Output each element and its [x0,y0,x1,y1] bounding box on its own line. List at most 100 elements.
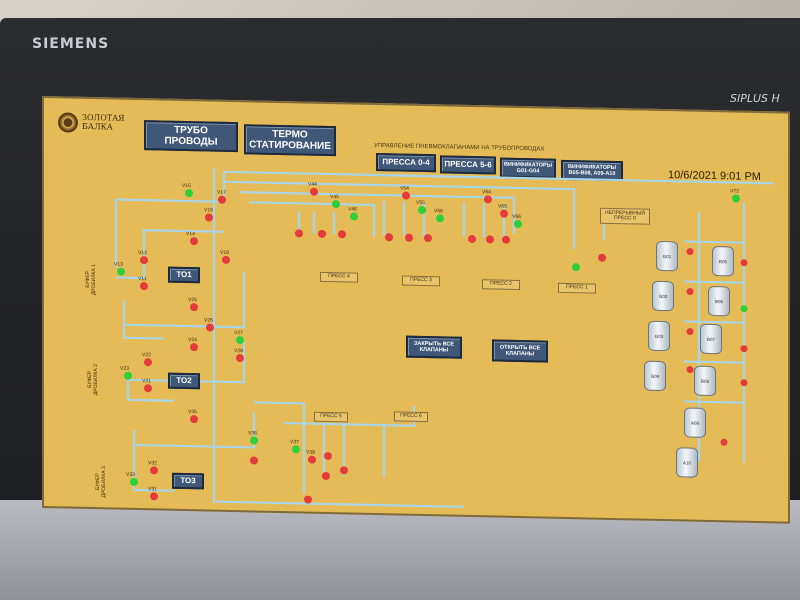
valve-red[interactable] [686,328,694,336]
valve-red[interactable] [144,384,152,393]
press-0-label: НЕПРЕРЫВНЫЙ ПРЕСС 0 [600,207,650,225]
press-4-label: ПРЕСС 4 [320,271,358,283]
valve-tag: V72 [730,188,739,195]
valve-green[interactable] [250,436,258,445]
valve-tag: V16 [204,207,213,214]
close-all-valves-button[interactable]: ЗАКРЫТЬ ВСЕ КЛАПАНЫ [406,335,462,359]
buffer-crusher-2-label: БУФЕР ДРОБИЛКА 2 [87,363,99,396]
to3-button[interactable]: ТО3 [172,472,204,490]
valve-red[interactable] [140,282,148,291]
tank-g03[interactable]: G03 [648,320,670,352]
valve-red[interactable] [424,234,432,243]
valve-red[interactable] [140,256,148,265]
valve-green[interactable] [572,263,580,272]
valve-tag: V31 [148,486,157,493]
valve-tag: V65 [498,203,507,210]
valve-green[interactable] [292,445,300,454]
valve-green[interactable] [418,205,426,214]
valve-red[interactable] [205,213,213,222]
valve-green[interactable] [117,267,125,276]
valve-red[interactable] [405,233,413,242]
valve-red[interactable] [338,230,346,239]
press-1-label: ПРЕСС 1 [558,282,596,294]
valve-red[interactable] [322,471,330,480]
valve-tag: V18 [220,249,229,256]
to2-button[interactable]: ТО2 [168,372,200,390]
valve-red[interactable] [740,345,748,353]
valve-red[interactable] [150,466,158,475]
tank-g04[interactable]: G04 [644,360,666,392]
valve-red[interactable] [385,233,393,242]
valve-green[interactable] [740,305,748,313]
buffer-crusher-1-label: БУФЕР ДРОБИЛКА 1 [85,263,97,296]
valve-red[interactable] [318,229,326,238]
valve-red[interactable] [304,495,312,504]
valve-red[interactable] [598,253,606,262]
valve-green[interactable] [436,214,444,223]
valve-tag: V46 [348,206,357,213]
valve-tag: V24 [188,337,197,344]
tank-g01[interactable]: G01 [656,240,678,272]
valve-tag: V33 [126,471,135,478]
valve-red[interactable] [218,195,226,204]
valve-tag: V36 [248,430,257,437]
open-all-valves-button[interactable]: ОТКРЫТЬ ВСЕ КЛАПАНЫ [492,339,548,363]
tank-b08[interactable]: B08 [694,365,716,397]
valve-tag: V44 [308,181,317,188]
valve-green[interactable] [332,200,340,209]
buffer-crusher-3-label: БУФЕР ДРОБИЛКА 3 [95,466,107,498]
tank-b05[interactable]: B05 [712,246,734,277]
valve-red[interactable] [502,235,510,244]
tank-b07[interactable]: B07 [700,323,722,355]
valve-green[interactable] [236,336,244,345]
valve-red[interactable] [484,195,492,204]
valve-red[interactable] [686,288,694,296]
valve-red[interactable] [740,259,748,267]
valve-tag: V11 [138,276,147,283]
valve-red[interactable] [324,451,332,460]
valve-green[interactable] [130,477,138,486]
pipe-diagram [114,167,774,508]
tank-a10[interactable]: A10 [676,447,698,478]
valve-red[interactable] [206,323,214,332]
valve-red[interactable] [236,354,244,363]
valve-red[interactable] [144,358,152,367]
valve-red[interactable] [190,343,198,352]
valve-red[interactable] [190,237,198,246]
press-5-label: ПРЕСС 5 [314,411,348,423]
hmi-screen: ЗОЛОТАЯ БАЛКА ТРУБО ПРОВОДЫ ТЕРМО СТАТИР… [42,96,790,524]
valve-tag: V13 [114,261,123,268]
valve-tag: V37 [290,439,299,446]
valve-red[interactable] [686,366,694,374]
valve-green[interactable] [350,212,358,221]
tank-b06[interactable]: B06 [708,285,730,317]
valve-red[interactable] [402,191,410,200]
valve-red[interactable] [686,248,694,256]
valve-tag: V45 [330,194,339,201]
valve-red[interactable] [720,438,728,446]
valve-tag: V32 [148,460,157,467]
to1-button[interactable]: ТО1 [168,266,200,284]
valve-red[interactable] [740,379,748,387]
valve-red[interactable] [150,492,158,501]
tank-a09[interactable]: A09 [684,407,706,438]
valve-green[interactable] [185,189,193,198]
valve-red[interactable] [340,466,348,475]
valve-red[interactable] [486,235,494,244]
valve-green[interactable] [732,194,740,203]
valve-red[interactable] [310,187,318,196]
valve-tag: V54 [400,185,409,192]
valve-red[interactable] [500,209,508,218]
valve-red[interactable] [190,303,198,312]
valve-red[interactable] [295,229,303,238]
press-2-label: ПРЕСС 2 [482,279,520,291]
valve-green[interactable] [514,219,522,228]
valve-red[interactable] [250,456,258,465]
valve-red[interactable] [222,255,230,264]
valve-red[interactable] [308,455,316,464]
tank-g02[interactable]: G02 [652,280,674,312]
valve-red[interactable] [190,415,198,424]
valve-green[interactable] [124,371,132,380]
valve-red[interactable] [468,235,476,244]
valve-tag: V14 [186,231,195,238]
